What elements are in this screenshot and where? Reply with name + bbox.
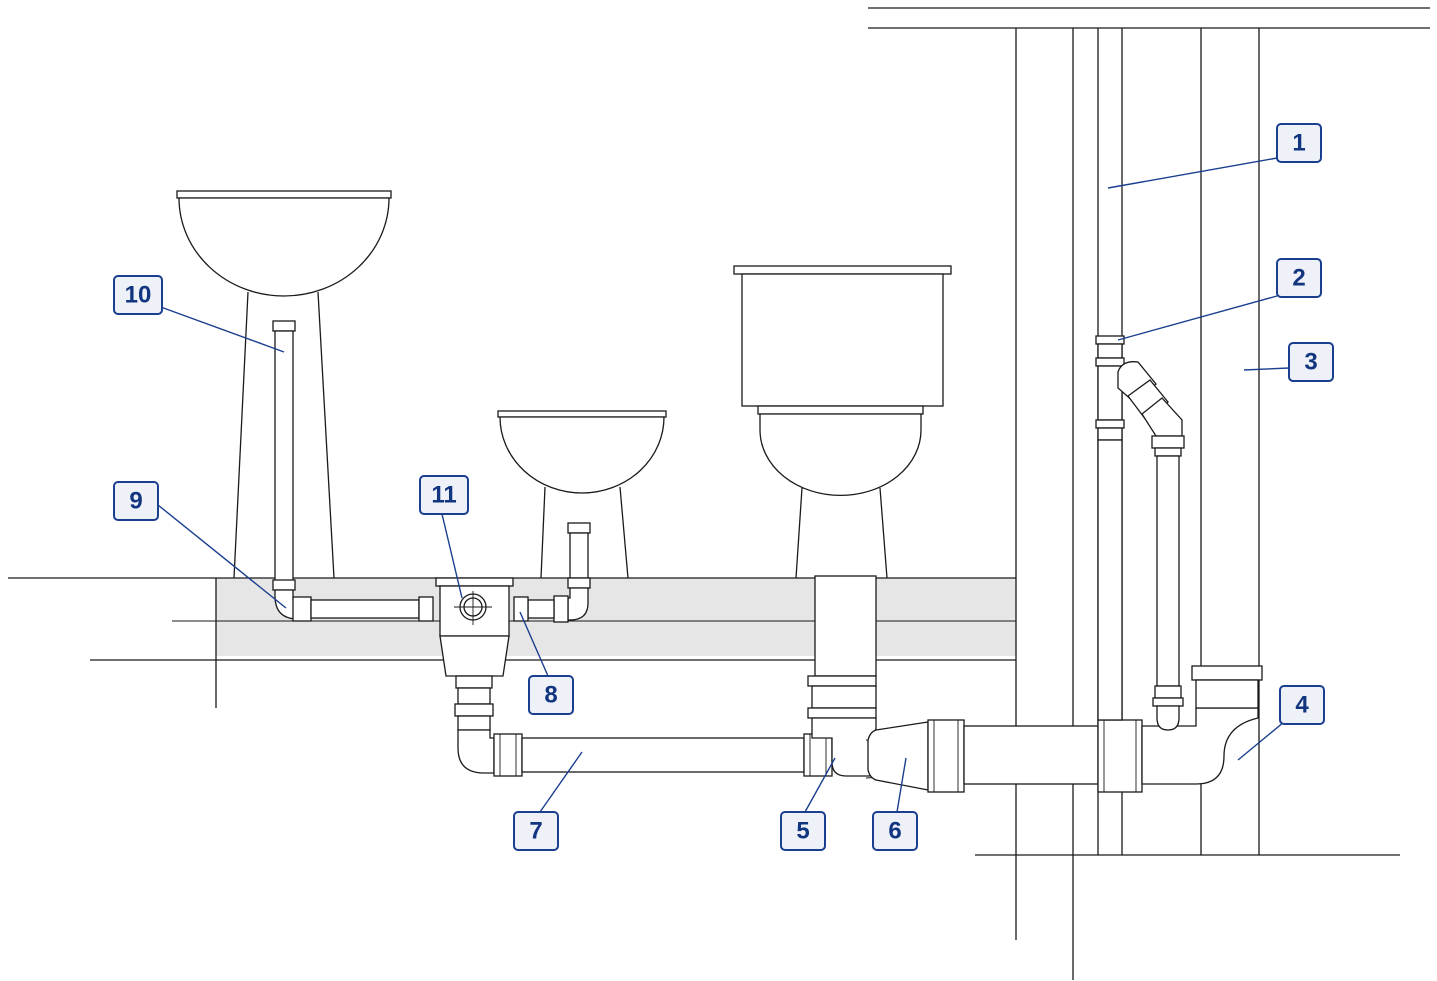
callout-label-4: 4 — [1279, 685, 1325, 725]
bidet-drain-pipe — [513, 522, 591, 623]
callout-label-9-text: 9 — [129, 488, 142, 515]
callout-label-3-text: 3 — [1304, 349, 1317, 376]
callout-label-6-text: 6 — [888, 818, 901, 845]
callout-label-8: 8 — [528, 675, 574, 715]
washbasin — [176, 190, 392, 579]
callout-label-7-text: 7 — [529, 818, 542, 845]
callout-label-3: 3 — [1288, 342, 1334, 382]
callout-label-1-text: 1 — [1292, 130, 1305, 157]
horizontal-drain-pipe — [457, 729, 833, 777]
callout-label-10-text: 10 — [125, 282, 152, 309]
wall-shaft — [868, 7, 1430, 980]
stack-pipe — [1095, 335, 1185, 731]
callout-label-1: 1 — [1276, 123, 1322, 163]
callout-label-4-text: 4 — [1295, 692, 1309, 719]
callout-label-9: 9 — [113, 481, 159, 521]
floor-trap — [435, 577, 514, 731]
callout-label-2: 2 — [1276, 258, 1322, 298]
callout-label-8-text: 8 — [544, 682, 557, 709]
callout-label-5: 5 — [780, 811, 826, 851]
main-collector-pipe — [867, 665, 1263, 793]
callout-label-2-text: 2 — [1292, 265, 1305, 292]
callout-label-6: 6 — [872, 811, 918, 851]
callout-label-10: 10 — [113, 275, 163, 315]
basin-drain-pipe — [272, 320, 434, 622]
callout-label-7: 7 — [513, 811, 559, 851]
toilet — [733, 265, 952, 579]
leader-lines — [157, 157, 1290, 813]
callout-label-11-text: 11 — [431, 482, 456, 509]
callout-label-11: 11 — [419, 475, 469, 515]
bidet — [497, 410, 667, 579]
callout-label-5-text: 5 — [796, 818, 809, 845]
